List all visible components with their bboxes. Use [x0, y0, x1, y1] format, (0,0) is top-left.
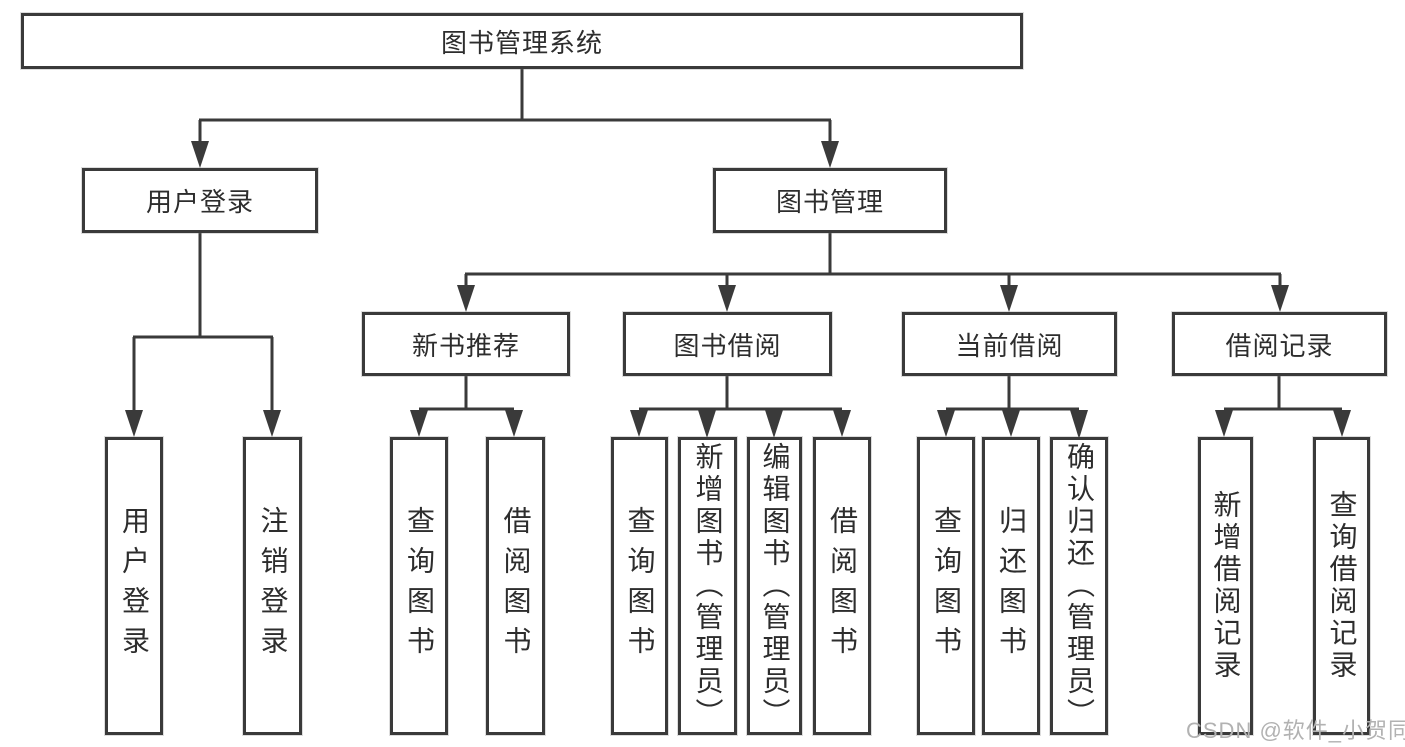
- connector-user-login: [132, 233, 274, 412]
- leaf-query-books-current: 查询图书: [917, 437, 975, 735]
- arrow-leaf-logout: [263, 410, 281, 437]
- arrow-b2: [505, 410, 523, 437]
- arrow-c4: [833, 410, 851, 437]
- arrow-leaf-login: [125, 410, 143, 437]
- leaf-borrow-books-recommend: 借阅图书: [486, 437, 545, 735]
- leaf-logout: 注销登录: [243, 437, 302, 735]
- arrow-c1: [630, 410, 648, 437]
- leaf-user-login: 用户登录: [105, 437, 163, 735]
- connector-borrow-records: [1224, 376, 1342, 411]
- node-root: 图书管理系统: [21, 13, 1023, 69]
- arrow-d1: [937, 410, 955, 437]
- connector-book-borrow: [639, 376, 842, 411]
- arrow-current-borrow: [1000, 285, 1018, 312]
- arrow-new-book: [457, 285, 475, 312]
- arrow-e2: [1333, 410, 1351, 437]
- connector-new-book: [419, 376, 514, 411]
- connector-root: [198, 69, 832, 143]
- arrowheads: [125, 141, 1351, 439]
- arrow-b1: [410, 410, 428, 437]
- arrow-user-login: [191, 141, 209, 168]
- leaf-return-books: 归还图书: [982, 437, 1040, 735]
- arrow-c2: [698, 410, 716, 438]
- arrow-book-borrow: [718, 285, 736, 312]
- node-current-borrow: 当前借阅: [902, 312, 1117, 376]
- arrow-book-mgmt: [821, 141, 839, 168]
- node-book-borrow: 图书借阅: [623, 312, 832, 376]
- leaf-confirm-return-admin: 确认归还（管理员）: [1050, 437, 1108, 735]
- leaf-query-books-borrow: 查询图书: [611, 437, 668, 735]
- connector-current-borrow: [946, 376, 1079, 411]
- arrow-d2: [1002, 410, 1020, 437]
- leaf-query-borrow-record: 查询借阅记录: [1313, 437, 1370, 735]
- leaf-add-borrow-record: 新增借阅记录: [1198, 437, 1253, 735]
- leaf-query-books-recommend: 查询图书: [390, 437, 448, 735]
- leaf-add-books-admin: 新增图书（管理员）: [678, 437, 737, 735]
- node-borrow-records: 借阅记录: [1172, 312, 1387, 376]
- node-new-book-recommend: 新书推荐: [362, 312, 570, 376]
- arrow-e1: [1215, 410, 1233, 437]
- node-book-management: 图书管理: [713, 168, 947, 233]
- leaf-borrow-books: 借阅图书: [813, 437, 871, 735]
- arrow-borrow-records: [1271, 285, 1289, 312]
- watermark: CSDN @软件_小贺同学: [1186, 718, 1405, 743]
- arrow-d3: [1070, 410, 1088, 439]
- arrow-c3: [765, 410, 783, 438]
- leaf-edit-books-admin: 编辑图书（管理员）: [747, 437, 802, 735]
- connector-book-mgmt: [464, 233, 1282, 287]
- node-user-login: 用户登录: [82, 168, 318, 233]
